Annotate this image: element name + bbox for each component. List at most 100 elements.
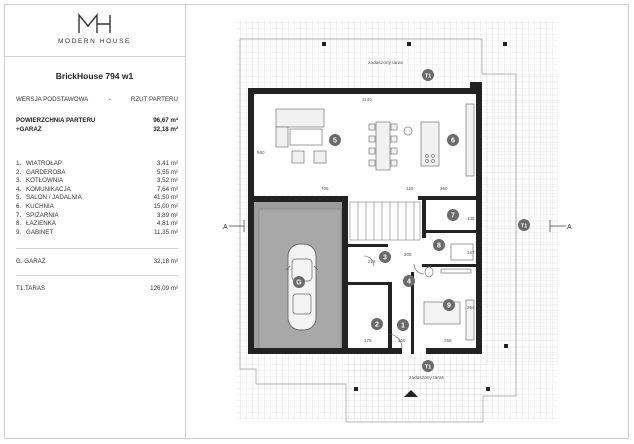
room-name: KOTŁOWNIA xyxy=(26,177,64,185)
dim-135: 135 xyxy=(467,216,475,221)
garage-marker: G xyxy=(296,280,302,287)
room-marker-9: 9 xyxy=(447,303,451,310)
dim-705: 705 xyxy=(321,186,329,191)
room-row: 7. SPIŻARNIA 3,89 m² xyxy=(16,212,178,221)
room-marker-6: 6 xyxy=(451,138,455,145)
terrace-grid-bottom xyxy=(346,359,486,421)
dining-table-icon xyxy=(375,121,391,171)
room-marker-7: 7 xyxy=(451,213,455,220)
garage-area-label: +GARAŻ xyxy=(16,126,42,133)
room-area: 5,55 m² xyxy=(157,168,178,176)
terrace-row-label: T1.TARAS xyxy=(16,285,46,292)
kitchen-island-icon xyxy=(420,121,440,167)
room-area: 3,52 m² xyxy=(157,177,178,185)
columns xyxy=(322,42,508,391)
room-marker-5: 5 xyxy=(333,138,337,145)
room-row: 5. SALON / JADALNIA 41,50 m² xyxy=(16,194,178,203)
room-number: 5. xyxy=(16,194,22,202)
room-area: 3,41 m² xyxy=(157,160,178,167)
room-name: SALON / JADALNIA xyxy=(26,194,82,202)
floor-plan-drawing: A A zadaszony taras zadaszony taras 1130… xyxy=(223,20,572,423)
doors xyxy=(363,255,425,349)
room-name: ŁAZIENKA xyxy=(26,220,56,228)
room-name: GABINET xyxy=(26,228,54,236)
room-number: 8. xyxy=(16,220,22,228)
room-number: 3. xyxy=(16,177,22,185)
room-row: 3. KOTŁOWNIA 3,52 m² xyxy=(16,177,178,186)
drawing-sheet xyxy=(4,4,629,439)
section-line xyxy=(229,220,566,232)
room-area: 41,50 m² xyxy=(153,194,178,202)
project-title: BrickHouse 794 w1 xyxy=(55,71,134,81)
plan-type-label: RZUT PARTERU xyxy=(130,96,178,103)
room-area: 15,00 m² xyxy=(153,202,178,210)
room-row: 6. KUCHNIA 15,00 m² xyxy=(16,203,178,212)
terrace-outline xyxy=(239,38,517,423)
terrace-marker-right: T1 xyxy=(521,224,527,230)
garage-row: G. GARAŻ 32,18 m² xyxy=(16,258,178,265)
room-area: 7,64 m² xyxy=(157,185,178,193)
room-name: KUCHNIA xyxy=(26,202,54,210)
info-panel: MODERN HOUSE BrickHouse 794 w1 WERSJA PO… xyxy=(4,4,186,439)
room-number: 2. xyxy=(16,168,22,176)
dim-208: 208 xyxy=(404,252,412,257)
walls xyxy=(248,82,482,354)
floor-plan: A A zadaszony taras zadaszony taras 1130… xyxy=(186,4,629,439)
room-number: 1. xyxy=(16,160,22,167)
brand-name: MODERN HOUSE xyxy=(57,38,131,45)
terrace-grid-right xyxy=(486,74,558,364)
room-number: 6. xyxy=(16,202,22,210)
dim-125: 125 xyxy=(406,186,414,191)
section-label-left: A xyxy=(223,224,228,231)
bathroom-fixtures xyxy=(424,243,474,278)
room-marker-2: 2 xyxy=(375,322,379,329)
terrace-row-value: 126,09 m² xyxy=(150,285,178,292)
room-marker-8: 8 xyxy=(437,243,441,250)
divider xyxy=(16,248,178,249)
terrace-marker-bottom: T1 xyxy=(425,365,431,371)
dim-264: 264 xyxy=(467,305,475,310)
stairs xyxy=(349,201,421,241)
room-row: 8. ŁAZIENKA 4,81 m² xyxy=(16,220,178,229)
garage-area-value: 32,18 m² xyxy=(153,126,178,133)
dim-178: 178 xyxy=(364,338,372,343)
room-name: SPIŻARNIA xyxy=(26,211,59,219)
dim-1130: 1130 xyxy=(362,97,372,102)
terrace-row: T1.TARAS 126,09 m² xyxy=(16,285,178,292)
armchair-icon xyxy=(313,150,327,164)
terrace-bottom-label: zadaszony taras xyxy=(409,375,445,381)
dim-258: 258 xyxy=(444,338,452,343)
version-row: WERSJA PODSTAWOWA - RZUT PARTERU xyxy=(16,96,178,103)
room-row: 2. GARDEROBA 5,55 m² xyxy=(16,169,178,178)
dim-360: 360 xyxy=(440,186,448,191)
room-row: 1. WIATROŁAP 3,41 m² xyxy=(16,160,178,169)
entrance-arrow-icon xyxy=(404,390,418,397)
garage-row-value: 32,18 m² xyxy=(153,258,178,265)
room-number: 9. xyxy=(16,228,22,236)
room-marker-4: 4 xyxy=(407,279,411,286)
room-area: 4,81 m² xyxy=(157,220,178,228)
brand-logo-icon xyxy=(78,13,111,33)
section-label-right: A xyxy=(567,224,572,231)
terrace-marker-top: T1 xyxy=(425,74,431,80)
dim-560: 560 xyxy=(257,150,265,155)
dim-167: 167 xyxy=(467,250,475,255)
room-name: GARDEROBA xyxy=(26,168,66,176)
dim-213: 213 xyxy=(368,259,376,264)
version-label: WERSJA PODSTAWOWA xyxy=(16,96,89,103)
ground-floor-area-label: POWIERZCHNIA PARTERU xyxy=(16,117,96,124)
ground-floor-area-row: POWIERZCHNIA PARTERU 96,67 m² xyxy=(16,117,178,124)
room-number: 7. xyxy=(16,211,22,219)
room-area: 3,89 m² xyxy=(157,211,178,219)
garage-row-label: G. GARAŻ xyxy=(16,258,46,265)
garage-area-row: +GARAŻ 32,18 m² xyxy=(16,126,178,133)
version-separator: - xyxy=(108,96,111,103)
ground-floor-area-value: 96,67 m² xyxy=(153,117,178,124)
room-number: 4. xyxy=(16,185,22,193)
room-list: 1. WIATROŁAP 3,41 m² 2. GARDEROBA 5,55 m² 3.… xyxy=(16,160,178,237)
living-furniture xyxy=(275,103,475,177)
logo-area: MODERN HOUSE xyxy=(4,4,185,57)
room-name: WIATROŁAP xyxy=(26,160,62,167)
